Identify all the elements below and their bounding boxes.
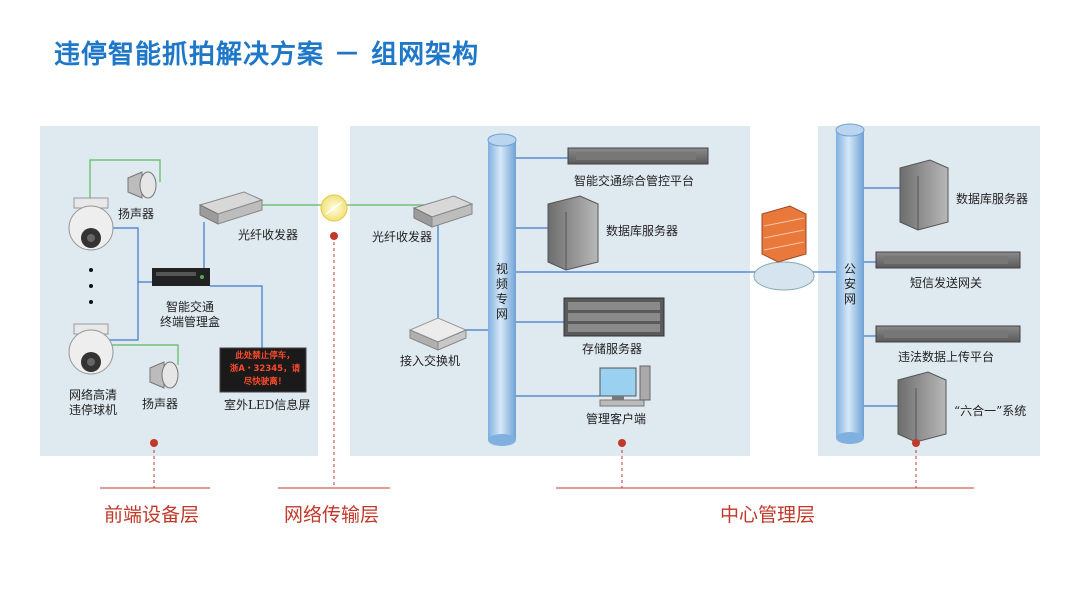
- page-title: 违停智能抓拍解决方案 － 组网架构: [54, 40, 480, 70]
- speaker-label: 扬声器: [142, 397, 179, 411]
- database-server-label: 数据库服务器: [606, 224, 679, 238]
- terminal-box-icon: [152, 268, 210, 286]
- fiber-link-glow: [320, 194, 348, 222]
- layer-markers: [100, 232, 974, 489]
- layer-title-center: 中心管理层: [720, 504, 816, 526]
- database-server-icon: [547, 195, 599, 271]
- database-server-icon: [899, 159, 949, 231]
- its-platform-server-icon: [567, 147, 709, 165]
- firewall-icon: [753, 205, 815, 291]
- ptz-camera-icon: [68, 197, 114, 251]
- public-network-label: 公安网: [843, 262, 856, 306]
- management-client-icon: [599, 365, 651, 407]
- led-screen-icon: [219, 347, 307, 393]
- ellipsis-dots: [89, 268, 93, 304]
- terminal-label-line1: 智能交通: [165, 300, 214, 314]
- upload-platform-server-icon: [875, 325, 1021, 343]
- led-screen-label: 室外LED信息屏: [224, 398, 311, 412]
- fiber-transceiver-label: 光纤收发器: [372, 230, 433, 244]
- video-network-label: 视频专网: [495, 262, 508, 321]
- led-message-line: 浙A・32345，请: [229, 364, 301, 374]
- access-switch-icon: [408, 317, 468, 351]
- video-network-pipe: [487, 133, 517, 446]
- layer-title-network: 网络传输层: [284, 504, 380, 526]
- camera-label-line2: 违停球机: [68, 403, 117, 417]
- camera-label-line1: 网络高清: [68, 388, 117, 402]
- sms-gateway-label: 短信发送网关: [910, 276, 983, 290]
- access-switch-label: 接入交换机: [400, 354, 461, 368]
- database-server-label: 数据库服务器: [956, 192, 1029, 206]
- led-message-line: 尽快驶离！: [243, 377, 287, 387]
- management-client-label: 管理客户端: [586, 412, 647, 426]
- network-panel: [350, 126, 750, 456]
- fiber-transceiver-icon: [412, 195, 474, 228]
- terminal-label-line2: 终端管理盒: [159, 315, 220, 329]
- speaker-icon: [149, 361, 179, 389]
- public-network-pipe: [835, 123, 865, 444]
- storage-server-label: 存储服务器: [582, 342, 643, 356]
- its-platform-label: 智能交通综合管控平台: [574, 174, 695, 188]
- speaker-icon: [127, 171, 157, 199]
- six-in-one-server-icon: [897, 371, 947, 443]
- six-in-one-label: “六合一”系统: [954, 404, 1027, 418]
- led-message-line: 此处禁止停车，: [235, 351, 295, 361]
- fiber-transceiver-icon: [198, 191, 264, 225]
- led-message: 此处禁止停车， 浙A・32345，请 尽快驶离！: [224, 350, 306, 389]
- frontend-panel: [40, 126, 318, 456]
- ptz-camera-icon: [68, 323, 114, 375]
- fiber-transceiver-label: 光纤收发器: [238, 228, 299, 242]
- upload-platform-label: 违法数据上传平台: [898, 350, 995, 364]
- storage-server-icon: [563, 297, 665, 337]
- speaker-label: 扬声器: [118, 207, 155, 221]
- layer-title-front: 前端设备层: [104, 504, 200, 526]
- sms-gateway-server-icon: [875, 251, 1021, 269]
